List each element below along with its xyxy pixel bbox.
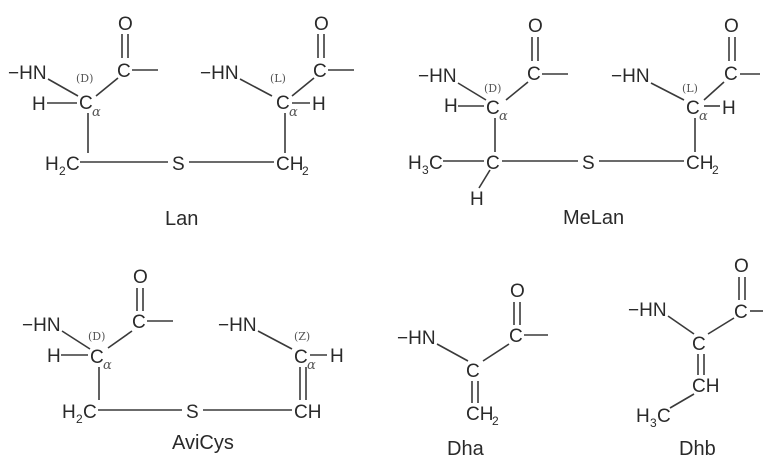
- dhb-ch: CH: [692, 376, 719, 397]
- lan-bond-ca-c-left: [95, 77, 119, 97]
- lan-right-calpha: C: [276, 93, 290, 114]
- dhb-calpha: C: [692, 334, 706, 355]
- melan-left-carbonyl-c: C: [527, 64, 541, 85]
- lan-right-carbonyl-o: O: [314, 14, 329, 35]
- svg-text:C: C: [83, 402, 97, 423]
- melan-cbeta-h: H: [470, 189, 484, 210]
- svg-text:2: 2: [59, 164, 66, 178]
- label-avicys: AviCys: [172, 432, 234, 454]
- lan-left-config: (D): [76, 72, 93, 85]
- lan-left-carbonyl-o: O: [118, 14, 133, 35]
- dhb-nh: −HN: [628, 300, 667, 321]
- avicys-left-calpha: C: [90, 347, 104, 368]
- lan-right-alpha: α: [289, 105, 298, 120]
- melan-left-nh: −HN: [418, 66, 457, 87]
- avicys-left-h: H: [47, 346, 61, 367]
- melan-left-alpha: α: [499, 109, 508, 124]
- lan-left-carbonyl-c: C: [117, 61, 131, 82]
- lan-sulfur: S: [172, 154, 185, 175]
- lan-right-ch2: CH: [276, 154, 303, 175]
- lan-bond-nh-ca-left: [47, 78, 79, 97]
- dhb-structure: −HN O C C CH H 3 C Dhb: [628, 256, 763, 459]
- avicys-left-ch2: H: [62, 402, 76, 423]
- svg-text:2: 2: [712, 163, 719, 177]
- melan-right-carbonyl-o: O: [724, 16, 739, 37]
- svg-text:C: C: [657, 406, 671, 427]
- svg-text:C: C: [66, 154, 80, 175]
- melan-right-calpha: C: [686, 98, 700, 119]
- dha-ch2: CH: [466, 404, 493, 425]
- lan-left-alpha: α: [92, 105, 101, 120]
- lan-left-nh: −HN: [8, 63, 47, 84]
- svg-text:2: 2: [492, 414, 499, 428]
- dha-structure: −HN O C C CH 2 Dha: [397, 281, 548, 459]
- melan-right-h: H: [722, 98, 736, 119]
- melan-sulfur: S: [582, 153, 595, 174]
- avicys-right-h: H: [330, 346, 344, 367]
- lan-right-config: (L): [270, 72, 286, 85]
- avicys-left-carbonyl-c: C: [132, 312, 146, 333]
- dhb-methyl: H: [636, 406, 650, 427]
- melan-left-carbonyl-o: O: [528, 16, 543, 37]
- svg-text:3: 3: [650, 416, 657, 430]
- lan-left-calpha: C: [79, 93, 93, 114]
- label-lan: Lan: [165, 208, 198, 230]
- melan-right-ch2: CH: [686, 153, 713, 174]
- svg-text:C: C: [429, 153, 443, 174]
- melan-right-alpha: α: [699, 109, 708, 124]
- label-dhb: Dhb: [679, 438, 716, 459]
- lan-left-ch2: H: [45, 154, 59, 175]
- avicys-right-config: (Z): [294, 330, 310, 343]
- melan-methyl: H: [408, 153, 422, 174]
- melan-left-calpha: C: [486, 98, 500, 119]
- svg-text:2: 2: [302, 164, 309, 178]
- melan-left-h: H: [444, 96, 458, 117]
- label-melan: MeLan: [563, 207, 624, 229]
- melan-right-nh: −HN: [611, 66, 650, 87]
- dha-carbonyl-o: O: [510, 281, 525, 302]
- lan-right-h: H: [312, 94, 326, 115]
- lan-right-nh: −HN: [200, 63, 239, 84]
- avicys-right-alpha: α: [307, 358, 316, 373]
- label-dha: Dha: [447, 438, 485, 459]
- lan-right-carbonyl-c: C: [313, 61, 327, 82]
- dhb-carbonyl-o: O: [734, 256, 749, 277]
- dha-carbonyl-c: C: [509, 326, 523, 347]
- avicys-left-alpha: α: [103, 358, 112, 373]
- svg-text:3: 3: [422, 163, 429, 177]
- melan-right-config: (L): [682, 82, 698, 95]
- avicys-right-ch: CH: [294, 402, 321, 423]
- melan-right-carbonyl-c: C: [724, 64, 738, 85]
- dhb-carbonyl-c: C: [734, 302, 748, 323]
- avicys-left-nh: −HN: [22, 315, 61, 336]
- dha-calpha: C: [466, 361, 480, 382]
- dha-nh: −HN: [397, 328, 436, 349]
- avicys-right-nh: −HN: [218, 315, 257, 336]
- avicys-sulfur: S: [186, 402, 199, 423]
- melan-cbeta: C: [486, 153, 500, 174]
- lan-structure: −HN O C (D) H C α H 2 C S −HN O C (L) C …: [8, 14, 354, 230]
- melan-structure: −HN O C (D) H C α H 3 C C H S −HN O C (L…: [408, 16, 760, 229]
- lan-left-h: H: [32, 94, 46, 115]
- melan-left-config: (D): [484, 82, 501, 95]
- avicys-structure: −HN O C (D) H C α H 2 C S −HN (Z) C α H …: [22, 267, 344, 454]
- avicys-left-config: (D): [88, 330, 105, 343]
- avicys-left-carbonyl-o: O: [133, 267, 148, 288]
- avicys-right-calpha: C: [294, 347, 308, 368]
- svg-text:2: 2: [76, 412, 83, 426]
